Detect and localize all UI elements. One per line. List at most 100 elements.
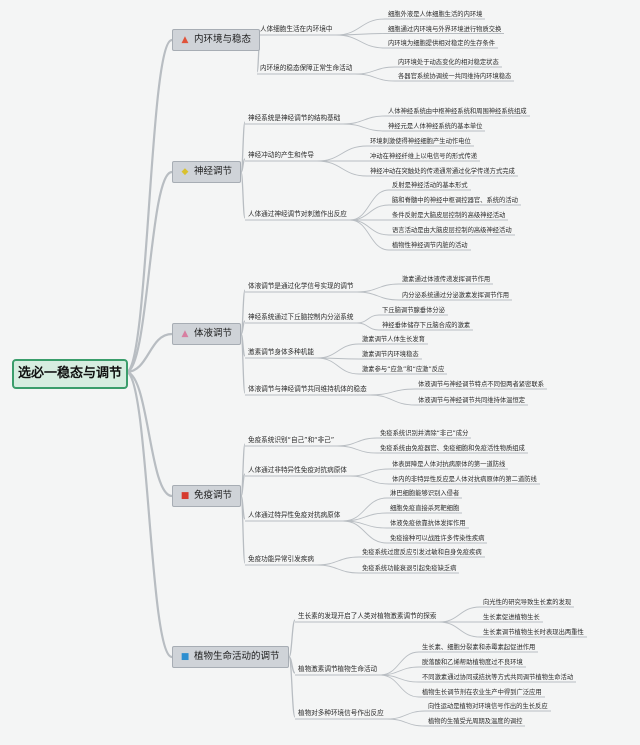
subtopic-label: 内环境的稳态保障正常生命活动	[260, 64, 353, 72]
subtopic-label: 神经冲动的产生和传导	[248, 151, 314, 159]
point-label: 神经垂体储存下丘脑合成的激素	[382, 322, 471, 329]
subtopic-to-point-line	[349, 475, 390, 485]
subtopic-to-point-line	[438, 606, 481, 623]
point-label: 植物生长调节剂在农业生产中得到广泛应用	[422, 689, 542, 696]
subtopic-label: 人体通过非特异性免疫对抗病原体	[248, 466, 347, 474]
subtopic-label: 人体通过神经调节对刺激作出反应	[248, 210, 347, 218]
point-label: 免疫系统识别并清除“非己”成分	[380, 430, 469, 437]
topic-to-subtopic-line	[288, 619, 296, 658]
root-to-topic-line	[125, 332, 173, 374]
point-label: 激素参与“应急”和“应激”反应	[362, 366, 445, 373]
subtopic-to-point-line	[335, 34, 386, 49]
subtopic-to-point-line	[379, 674, 420, 698]
point-label: 生长素调节植物生长时表现出两重性	[483, 629, 584, 636]
subtopic-label: 人体细胞生活在内环境中	[260, 25, 333, 33]
topic-node: ▲体液调节	[172, 323, 242, 345]
point-label: 向性运动是植物对环境信号作出的生长反应	[428, 703, 548, 710]
subtopic-to-point-line	[379, 651, 420, 676]
point-label: 体内的非特异性反应是人体对抗病原体的第二道防线	[392, 476, 537, 483]
point-label: 脑和脊髓中的神经中枢调控器官、系统的活动	[392, 197, 518, 204]
point-label: 神经元是人体神经系统的基本单位	[388, 123, 483, 130]
subtopic-label: 植物对多种环境信号作出反应	[298, 709, 384, 717]
subtopic-to-point-line	[342, 520, 388, 544]
subtopic-to-point-line	[356, 322, 380, 331]
subtopic-to-point-line	[336, 437, 378, 447]
point-label: 冲动在神经纤维上以电信号的形式传递	[370, 153, 478, 160]
topic-node: ▲ 内环境与稳态	[172, 29, 261, 51]
subtopic-label: 体液调节与神经调节共同维持机体的稳态	[248, 385, 367, 393]
subtopic-to-point-line	[316, 145, 368, 162]
point-label: 内环境为细胞提供相对稳定的生存条件	[388, 40, 496, 47]
subtopic-to-point-line	[349, 189, 390, 221]
topic-to-subtopic-line	[240, 473, 246, 497]
subtopic-label: 人体通过特异性免疫对抗病原体	[248, 511, 341, 519]
topic-label: 内环境与稳态	[194, 34, 252, 45]
topic-to-subtopic-line	[240, 158, 246, 173]
subtopic-label: 生长素的发现开启了人类对植物激素调节的探索	[298, 612, 437, 620]
subtopic-label: 体液调节是通过化学信号实现的调节	[248, 282, 354, 290]
point-label: 免疫系统过度反应引发过敏和自身免疫疾病	[362, 549, 482, 556]
subtopic-to-point-line	[349, 219, 390, 251]
point-label: 体液调节与神经调节共同维持体温恒定	[418, 397, 526, 404]
point-label: 环境刺激使得神经细胞产生动作电位	[370, 138, 471, 145]
point-label: 激素调节内环境稳态	[362, 351, 419, 358]
subtopic-to-point-line	[316, 357, 360, 375]
subtopic-to-point-line	[386, 710, 426, 720]
topic-node: ◆ 神经调节	[172, 161, 242, 183]
point-label: 体表屏障是人体对抗病原体的第一道防线	[392, 461, 506, 468]
topic-label: 体液调节	[194, 328, 233, 339]
topic-node: ■ 免疫调节	[172, 485, 242, 507]
point-label: 不同激素通过协同或拮抗等方式共同调节植物生命活动	[422, 674, 574, 681]
point-label: 生长素、细胞分裂素和赤霉素起促进作用	[422, 644, 536, 651]
topic-to-subtopic-line	[240, 171, 246, 219]
subtopic-to-point-line	[349, 219, 390, 236]
subtopic-to-point-line	[369, 394, 416, 406]
subtopic-to-point-line	[349, 468, 390, 477]
subtopic-to-point-line	[316, 343, 360, 359]
point-label: 激素调节人体生长发育	[362, 336, 425, 343]
root-to-topic-line	[125, 370, 173, 498]
root-to-topic-line	[125, 370, 173, 659]
subtopic-label: 免疫系统识别“自己”和“非己”	[248, 436, 335, 444]
point-label: 脱落酸和乙烯帮助植物度过不良环境	[422, 659, 523, 666]
subtopic-label: 免疫功能异常引发疾病	[248, 555, 314, 563]
point-label: 免疫系统功能衰退引起免疫缺乏病	[362, 565, 457, 572]
gem-icon: ◆	[181, 167, 189, 177]
point-label: 体液免疫依靠抗体发挥作用	[390, 520, 466, 527]
point-label: 反射是神经活动的基本形式	[392, 182, 468, 189]
square-icon: ■	[180, 652, 190, 662]
point-label: 向光性的研究导致生长素的发现	[483, 599, 572, 606]
point-label: 人体神经系统由中枢神经系统和周围神经系统组成	[388, 108, 527, 115]
topic-to-subtopic-line	[240, 333, 246, 394]
point-label: 生长素促进植物生长	[483, 614, 540, 621]
topic-to-subtopic-line	[240, 495, 246, 564]
subtopic-to-point-line	[386, 718, 426, 727]
topic-label: 免疫调节	[194, 490, 233, 501]
root-topic: 选必一稳态与调节	[12, 359, 128, 389]
subtopic-to-point-line	[356, 283, 400, 293]
subtopic-to-point-line	[316, 556, 360, 566]
subtopic-label: 神经系统是神经调节的结构基础	[248, 114, 341, 122]
point-label: 植物的生殖受光周期及温度的调控	[428, 718, 523, 725]
subtopic-label: 植物激素调节植物生命活动	[298, 665, 378, 673]
point-label: 细胞外液是人体细胞生活的内环境	[388, 11, 483, 18]
subtopic-to-point-line	[356, 314, 380, 324]
subtopic-to-point-line	[369, 388, 416, 396]
subtopic-to-point-line	[316, 160, 368, 177]
subtopic-to-point-line	[354, 73, 396, 82]
subtopic-to-point-line	[342, 115, 386, 125]
subtopic-label: 激素调节身体多种机能	[248, 348, 314, 356]
point-label: 语言活动是由大脑皮层控制的高级神经活动	[392, 227, 512, 234]
flame-icon: ▲	[181, 35, 189, 45]
point-label: 下丘脑调节腺垂体分泌	[382, 307, 445, 314]
topic-label: 神经调节	[194, 166, 233, 177]
point-label: 内分泌系统通过分泌激素发挥调节作用	[402, 292, 510, 299]
subtopic-to-point-line	[354, 66, 396, 75]
point-label: 各器官系统协调统一共同维持内环境稳态	[398, 73, 512, 80]
subtopic-to-point-line	[349, 204, 390, 221]
subtopic-label: 神经系统通过下丘脑控制内分泌系统	[248, 313, 354, 321]
point-label: 淋巴细胞能够识别入侵者	[390, 490, 460, 497]
flag-icon: ■	[180, 491, 190, 501]
point-label: 植物性神经调节内脏的活动	[392, 242, 468, 249]
